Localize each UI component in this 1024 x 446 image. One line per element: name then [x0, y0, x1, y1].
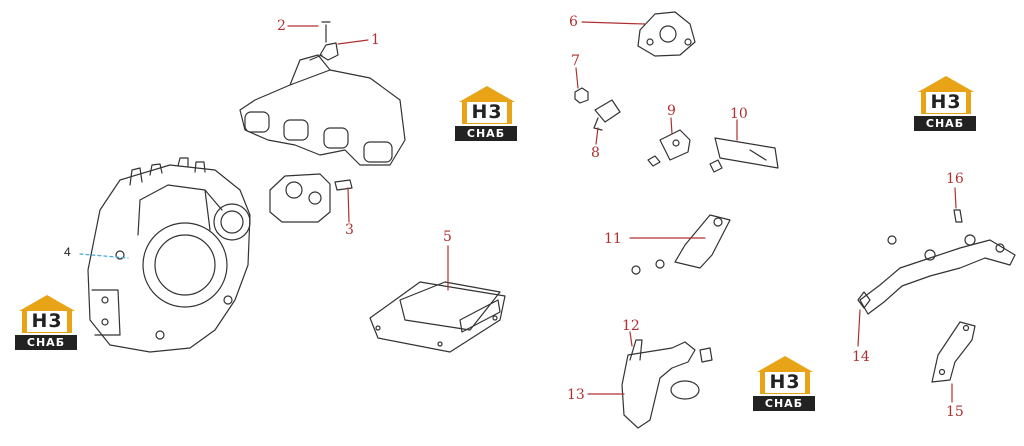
l-bracket [931, 321, 976, 383]
callout-5: 5 [443, 229, 452, 245]
callout-10: 10 [730, 106, 748, 122]
clamp-bracket [621, 339, 713, 429]
callout-2: 2 [277, 18, 286, 34]
callout-12: 12 [622, 318, 640, 334]
callout-1: 1 [371, 32, 380, 48]
leader-7 [575, 67, 579, 89]
callout-3: 3 [345, 222, 354, 238]
logo-word: СНАБ [466, 127, 506, 140]
fuel-rail-bracket [857, 209, 1016, 315]
brand-logo: H3 СНАБ [455, 86, 517, 144]
sensor-clip [574, 87, 621, 131]
leader-9 [670, 117, 673, 135]
logo-mark: H3 [769, 371, 801, 393]
leader-16 [954, 187, 957, 209]
ecu-unit [369, 281, 506, 353]
bracket-small [647, 129, 691, 167]
brand-logo: H3 СНАБ [753, 356, 815, 414]
angled-bracket [631, 214, 731, 275]
logo-mark: H3 [471, 101, 503, 123]
mount-bracket [637, 11, 696, 57]
logo-word: СНАБ [26, 336, 66, 349]
callout-7: 7 [571, 53, 580, 69]
leader-1 [337, 39, 369, 45]
callout-13: 13 [567, 387, 585, 403]
bracket-wide [709, 137, 779, 173]
logo-mark: H3 [930, 91, 962, 113]
leader-4 [79, 253, 129, 259]
leader-12 [629, 331, 633, 347]
logo-word: СНАБ [925, 117, 965, 130]
brand-logo: H3 СНАБ [15, 295, 77, 353]
brand-logo: H3 СНАБ [914, 76, 976, 134]
callout-6: 6 [569, 14, 578, 30]
flywheel-housing [87, 157, 251, 353]
callout-9: 9 [667, 103, 676, 119]
callout-16: 16 [946, 171, 964, 187]
exhaust-manifold [239, 21, 406, 166]
leader-14 [857, 309, 861, 347]
callout-4: 4 [64, 245, 71, 259]
leader-8 [595, 127, 599, 145]
logo-mark: H3 [31, 310, 63, 332]
callout-14: 14 [852, 349, 870, 365]
thermostat-housing [269, 173, 353, 223]
leader-3 [347, 187, 350, 223]
leader-6 [581, 21, 646, 25]
callout-8: 8 [591, 145, 600, 161]
callout-15: 15 [946, 404, 964, 420]
logo-word: СНАБ [764, 397, 804, 410]
callout-11: 11 [604, 231, 622, 247]
